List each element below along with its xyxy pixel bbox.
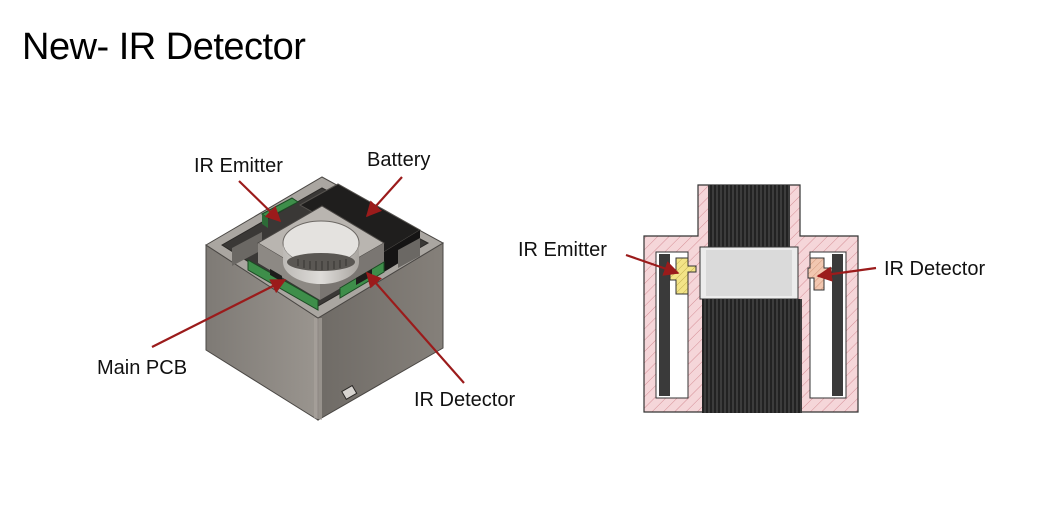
label-battery: Battery bbox=[367, 149, 431, 171]
bristle-top bbox=[708, 185, 790, 247]
label-main-pcb: Main PCB bbox=[97, 357, 188, 379]
label-ir-emitter-left: IR Emitter bbox=[194, 155, 283, 177]
label-ir-detector-right: IR Detector bbox=[884, 258, 986, 280]
slide-title: New- IR Detector bbox=[22, 26, 306, 68]
bristle-bottom bbox=[702, 299, 802, 413]
label-ir-detector-left: IR Detector bbox=[414, 389, 516, 411]
label-ir-emitter-right: IR Emitter bbox=[518, 239, 607, 261]
usb-port bbox=[341, 384, 358, 401]
